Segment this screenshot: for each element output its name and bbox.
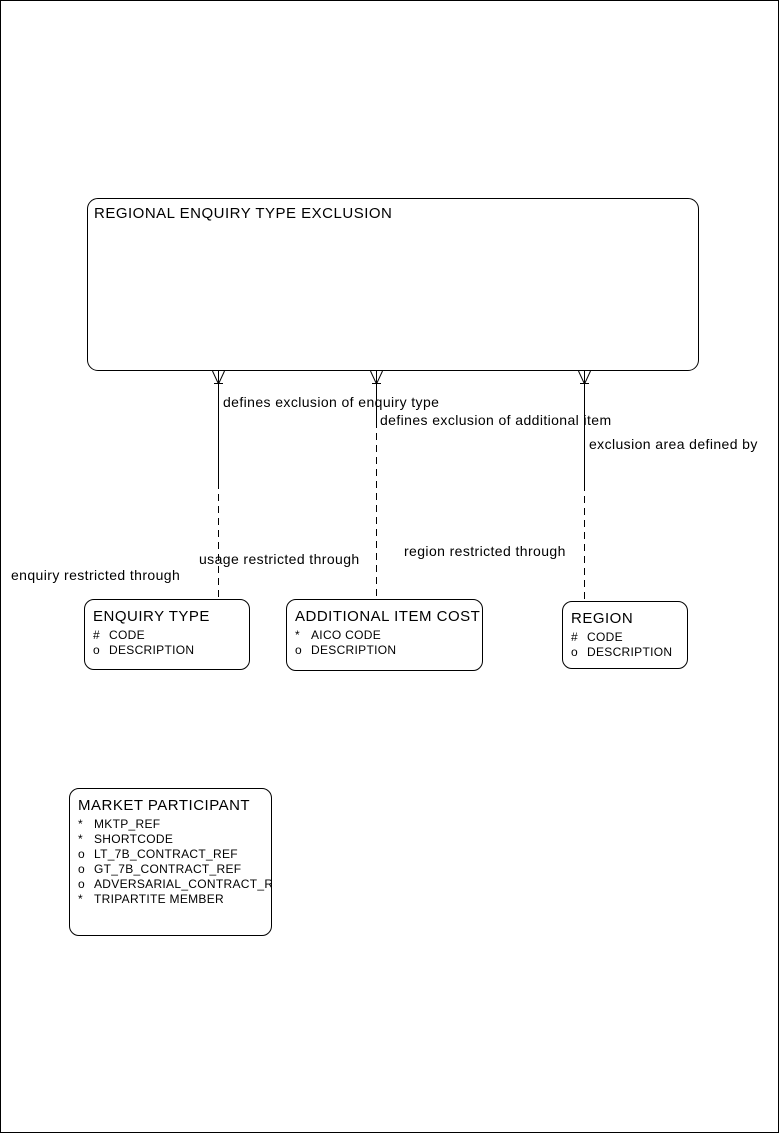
attribute-prefix: * <box>78 817 83 831</box>
connector-additional-item-cost <box>370 370 383 599</box>
attribute-name: AICO CODE <box>311 628 382 642</box>
entity-market-participant: MARKET PARTICIPANT *MKTP_REF *SHORTCODE … <box>69 788 272 936</box>
relationship-label-defines-exclusion-of-additional-item: defines exclusion of additional item <box>380 412 612 428</box>
entity-additional-item-cost: ADDITIONAL ITEM COST * AICO CODE o DESCRIP… <box>286 599 483 671</box>
entity-title: MARKET PARTICIPANT <box>78 797 251 814</box>
attribute-prefix: o <box>93 643 100 657</box>
attribute-prefix: * <box>295 628 300 642</box>
relationship-label-exclusion-area-defined-by: exclusion area defined by <box>589 436 758 452</box>
attribute-row: o DESCRIPTION <box>295 643 478 658</box>
attribute-name: TRIPARTITE MEMBER <box>94 892 224 906</box>
attribute-name: CODE <box>109 628 145 642</box>
attribute-name: DESCRIPTION <box>109 643 195 657</box>
entity-regional-enquiry-type-exclusion <box>87 198 699 371</box>
relationship-label-defines-exclusion-of-enquiry-type: defines exclusion of enquiry type <box>223 394 440 410</box>
attribute-row: * AICO CODE <box>295 628 478 643</box>
connector-enquiry-type <box>212 370 225 599</box>
entity-title: REGION <box>571 610 634 627</box>
attribute-prefix: o <box>78 862 85 876</box>
attribute-name: GT_7B_CONTRACT_REF <box>94 862 242 876</box>
entity-enquiry-type: ENQUIRY TYPE # CODE o DESCRIPTION <box>84 599 250 670</box>
entity-title: ENQUIRY TYPE <box>93 608 210 625</box>
attribute-row: o ADVERSARIAL_CONTRACT_REF <box>78 877 271 892</box>
attribute-row: o DESCRIPTION <box>93 643 245 658</box>
attribute-name: LT_7B_CONTRACT_REF <box>94 847 238 861</box>
attribute-row: # CODE <box>571 630 683 645</box>
attribute-name: CODE <box>587 630 623 644</box>
attribute-prefix: o <box>78 847 85 861</box>
crows-foot-icon <box>370 370 383 385</box>
connector-region <box>578 370 591 601</box>
attribute-row: # CODE <box>93 628 245 643</box>
relationship-label-region-restricted-through: region restricted through <box>404 543 566 559</box>
attribute-prefix: * <box>78 892 83 906</box>
attribute-prefix: o <box>571 645 578 659</box>
attribute-prefix: * <box>78 832 83 846</box>
attribute-row: * MKTP_REF <box>78 817 267 832</box>
attribute-row: o LT_7B_CONTRACT_REF <box>78 847 267 862</box>
attribute-name: ADVERSARIAL_CONTRACT_REF <box>94 877 272 891</box>
attribute-row: o DESCRIPTION <box>571 645 683 660</box>
attribute-prefix: o <box>295 643 302 657</box>
attribute-name: MKTP_REF <box>94 817 161 831</box>
attribute-name: DESCRIPTION <box>311 643 397 657</box>
entity-title: REGIONAL ENQUIRY TYPE EXCLUSION <box>94 205 393 222</box>
entity-title: ADDITIONAL ITEM COST <box>295 608 481 625</box>
relationship-label-usage-restricted-through: usage restricted through <box>199 551 360 567</box>
entity-region: REGION # CODE o DESCRIPTION <box>562 601 688 669</box>
crows-foot-icon <box>212 370 225 385</box>
crows-foot-icon <box>578 370 591 385</box>
attribute-name: DESCRIPTION <box>587 645 673 659</box>
attribute-prefix: # <box>93 628 100 642</box>
relationship-label-enquiry-restricted-through: enquiry restricted through <box>11 567 181 583</box>
attribute-name: SHORTCODE <box>94 832 174 846</box>
attribute-prefix: # <box>571 630 578 644</box>
attribute-row: * TRIPARTITE MEMBER <box>78 892 267 907</box>
attribute-row: * SHORTCODE <box>78 832 267 847</box>
attribute-prefix: o <box>78 877 85 891</box>
attribute-row: o GT_7B_CONTRACT_REF <box>78 862 267 877</box>
